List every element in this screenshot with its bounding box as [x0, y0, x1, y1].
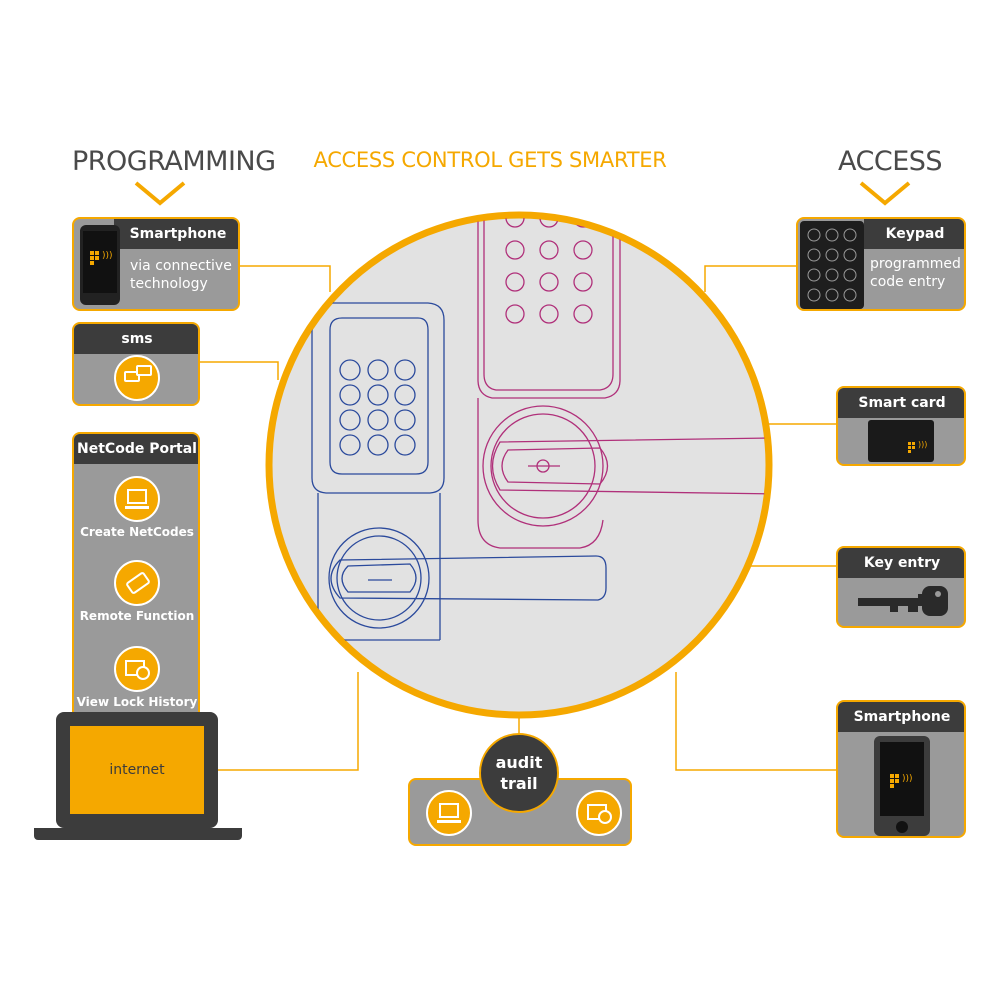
access-chevron: [859, 181, 911, 206]
card-title: NetCode Portal: [74, 434, 198, 464]
computer-icon: [114, 476, 160, 522]
programming-heading: PROGRAMMING: [72, 146, 276, 177]
programming-chevron: [134, 181, 186, 206]
sms-bubbles-icon: [114, 355, 160, 401]
portal-item-label: Remote Function: [79, 609, 195, 623]
card-text-line2: code entry: [870, 274, 946, 290]
audit-line1: audit: [495, 753, 543, 772]
card-title: Key entry: [838, 548, 964, 578]
card-text-line1: via connective: [130, 258, 232, 274]
portal-item-label: View Lock History: [76, 695, 198, 709]
portal-item-label: Create NetCodes: [80, 525, 194, 539]
laptop-base: [34, 828, 242, 840]
smartphone-app-card: Smartphone app ))): [836, 700, 966, 838]
smartphone-icon: ))): [80, 225, 120, 305]
page-title: ACCESS CONTROL GETS SMARTER: [313, 148, 667, 172]
card-title: sms: [74, 324, 198, 354]
remote-control-icon: [114, 560, 160, 606]
smart-card-card: Smart card ))): [836, 386, 966, 466]
history-folder-icon: [576, 790, 622, 836]
keypad-icon: [800, 221, 864, 309]
lock-circle: [265, 211, 773, 719]
smartphone-card: Smartphone via connective technology ))): [72, 217, 240, 311]
key-icon: [858, 586, 948, 616]
access-heading: ACCESS: [838, 146, 943, 177]
history-folder-icon: [114, 646, 160, 692]
audit-line2: trail: [500, 774, 538, 793]
laptop-icon: internet: [56, 712, 218, 828]
smartphone-app-icon: ))): [874, 736, 930, 836]
netcode-portal-card: NetCode Portal Create NetCodes Remote Fu…: [72, 432, 200, 722]
keypad-card: Keypad programmed code entry: [796, 217, 966, 311]
card-title: Smartphone: [114, 219, 238, 249]
magenta-lock-drawing: [477, 218, 766, 549]
card-text-line1: programmed: [870, 256, 961, 272]
key-entry-card: Key entry: [836, 546, 966, 628]
audit-trail-badge: audit trail: [479, 733, 559, 813]
connector-lines: [200, 265, 836, 771]
laptop-label: internet: [109, 762, 165, 778]
sms-card: sms: [72, 322, 200, 406]
card-text-line2: technology: [130, 276, 208, 292]
card-title: Smart card: [838, 388, 964, 418]
smart-card-icon: ))): [868, 420, 934, 462]
computer-icon: [426, 790, 472, 836]
card-title: Keypad: [864, 219, 964, 249]
laptop-screen: internet: [70, 726, 204, 814]
card-title: Smartphone app: [838, 702, 964, 755]
